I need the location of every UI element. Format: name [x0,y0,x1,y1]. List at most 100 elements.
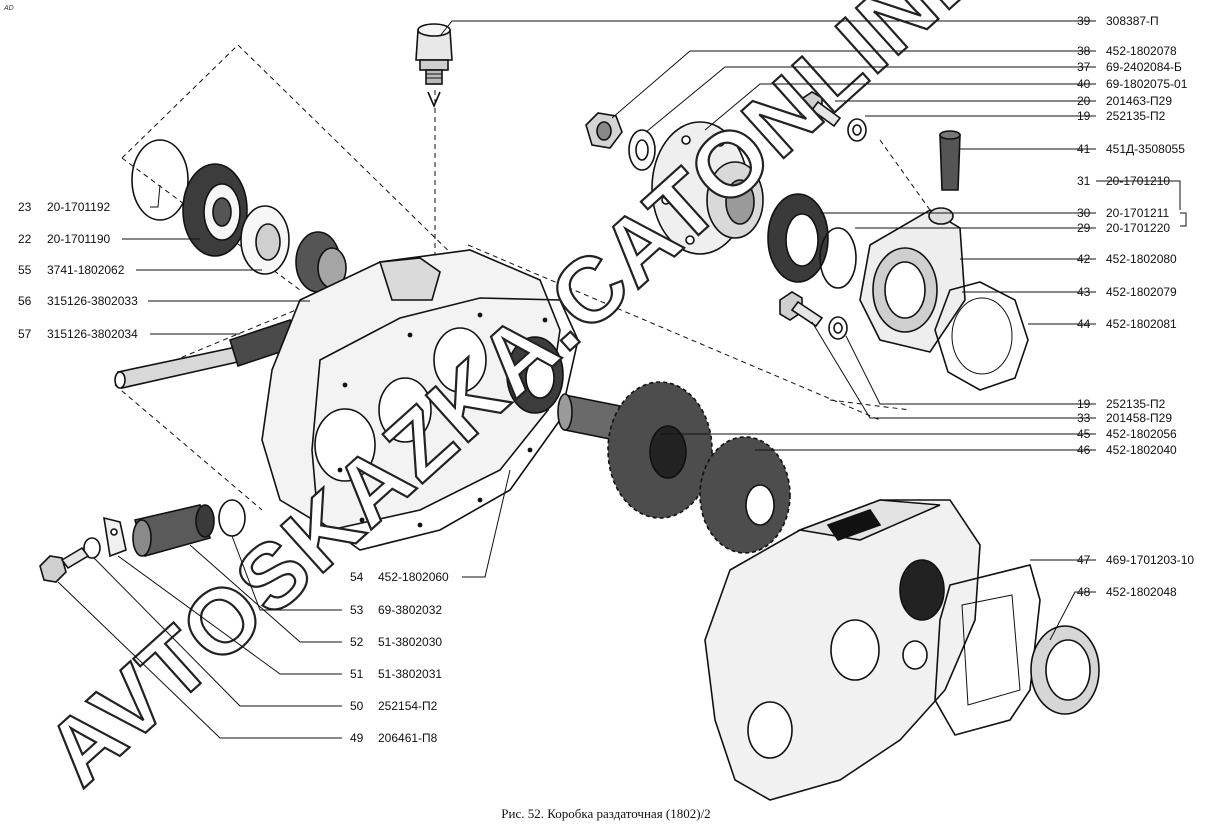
svg-text:57: 57 [18,327,32,341]
svg-text:20-1701190: 20-1701190 [47,232,110,246]
speedometer-sleeve-52 [132,504,215,557]
callout-54: 54 452-1802060 [350,570,449,584]
callout-46: 46 452-1802040 [1077,443,1177,457]
breather-plug-39 [415,23,453,109]
svg-text:53: 53 [350,603,364,617]
callout-22: 22 20-1701190 [18,232,110,246]
callout-50: 50 252154-П2 [350,699,438,713]
callout-38: 38 452-1802078 [1077,44,1177,58]
svg-text:69-3802032: 69-3802032 [378,603,442,617]
svg-text:56: 56 [18,294,32,308]
callout-52: 52 51-3802030 [350,635,442,649]
washer-37 [628,129,656,171]
svg-text:33: 33 [1077,411,1091,425]
callout-44: 44 452-1802081 [1077,317,1177,331]
svg-text:452-1802060: 452-1802060 [378,570,449,584]
bearing-cap-42 [859,207,966,353]
svg-text:49: 49 [350,731,364,745]
svg-text:315126-3802033: 315126-3802033 [47,294,138,308]
svg-text:41: 41 [1077,142,1091,156]
svg-text:23: 23 [18,200,32,214]
svg-text:43: 43 [1077,285,1091,299]
svg-text:252154-П2: 252154-П2 [378,699,438,713]
svg-text:20-1701210: 20-1701210 [1106,174,1170,188]
svg-text:19: 19 [1077,109,1091,123]
center-bearing [506,336,564,414]
svg-text:69-2402084-Б: 69-2402084-Б [1106,60,1182,74]
transfer-case-housing [704,499,981,801]
svg-text:37: 37 [1077,60,1091,74]
svg-text:45: 45 [1077,427,1091,441]
svg-text:40: 40 [1077,77,1091,91]
retainer-plate-51 [103,516,127,558]
front-cover [261,249,561,531]
bolt-49 [39,546,90,583]
callout-45: 45 452-1802056 [1077,427,1177,441]
parts-drawing [39,23,1100,801]
callout-56: 56 315126-3802033 [18,294,138,308]
svg-text:55: 55 [18,263,32,277]
gasket-44 [934,281,1029,391]
drive-shaft-57 [114,315,321,389]
svg-text:31: 31 [1077,174,1091,188]
leader-lines [57,20,1187,739]
svg-text:47: 47 [1077,553,1091,567]
shaft-gear-45 [557,381,713,519]
figure-caption: Рис. 52. Коробка раздаточная (1802)/2 [501,806,710,821]
svg-text:451Д-3508055: 451Д-3508055 [1106,142,1185,156]
oil-shield-55 [240,205,290,275]
snap-ring-23 [131,139,189,221]
svg-text:52: 52 [350,635,364,649]
svg-text:30: 30 [1077,206,1091,220]
callout-19-top: 19 252135-П2 [1077,109,1166,123]
svg-text:46: 46 [1077,443,1091,457]
svg-text:54: 54 [350,570,364,584]
bearing-22 [182,163,248,257]
svg-text:452-1802040: 452-1802040 [1106,443,1177,457]
svg-text:469-1701203-10: 469-1701203-10 [1106,553,1194,567]
callout-49: 49 206461-П8 [350,731,438,745]
svg-text:452-1802048: 452-1802048 [1106,585,1177,599]
sleeve-41 [939,130,961,191]
svg-text:51-3802031: 51-3802031 [378,667,442,681]
speedometer-gear-30 [767,193,829,283]
svg-text:22: 22 [18,232,32,246]
svg-text:38: 38 [1077,44,1091,58]
svg-text:50: 50 [350,699,364,713]
svg-text:452-1802081: 452-1802081 [1106,317,1177,331]
svg-text:452-1802056: 452-1802056 [1106,427,1177,441]
flange-nut-38 [585,112,623,149]
svg-text:69-1802075-01: 69-1802075-01 [1106,77,1188,91]
svg-text:201458-П29: 201458-П29 [1106,411,1172,425]
svg-text:3741-1802062: 3741-1802062 [47,263,125,277]
callout-47: 47 469-1701203-10 [1077,553,1194,567]
svg-text:51-3802030: 51-3802030 [378,635,442,649]
callout-19-mid: 19 252135-П2 [1077,397,1166,411]
callout-53: 53 69-3802032 [350,603,442,617]
svg-text:452-1802078: 452-1802078 [1106,44,1177,58]
svg-text:201463-П29: 201463-П29 [1106,94,1172,108]
svg-text:252135-П2: 252135-П2 [1106,109,1166,123]
svg-text:252135-П2: 252135-П2 [1106,397,1166,411]
svg-text:206461-П8: 206461-П8 [378,731,438,745]
svg-text:19: 19 [1077,397,1091,411]
svg-text:42: 42 [1077,252,1091,266]
driven-gear-56 [295,231,347,293]
gasket-47 [934,564,1041,736]
svg-text:20-1701220: 20-1701220 [1106,221,1170,235]
oil-seal-48 [1030,625,1100,715]
corner-mark: AD [3,5,14,12]
lock-washer-19-mid [828,316,848,340]
snap-ring-53 [218,499,246,537]
svg-text:44: 44 [1077,317,1091,331]
callout-40: 40 69-1802075-01 [1077,77,1188,91]
